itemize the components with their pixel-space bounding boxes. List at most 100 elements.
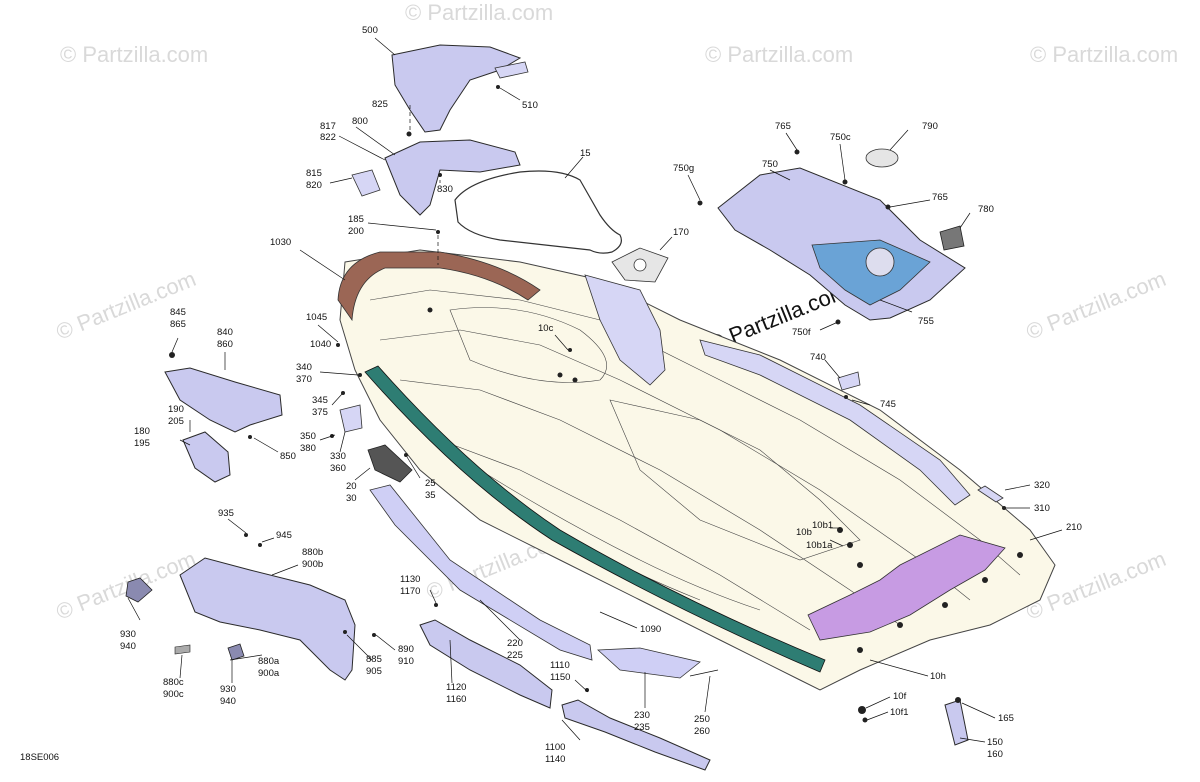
label-1100[interactable]: 1100	[545, 742, 565, 753]
label-750g[interactable]: 750g	[673, 163, 694, 174]
label-10b1[interactable]: 10b1	[812, 520, 833, 531]
label-1130[interactable]: 1130	[400, 574, 420, 585]
label-1045[interactable]: 1045	[306, 312, 327, 323]
part-840-side-panel	[164, 367, 283, 433]
label-840[interactable]: 840	[217, 327, 233, 338]
label-900b[interactable]: 900b	[302, 559, 323, 570]
label-930b[interactable]: 930	[220, 684, 236, 695]
label-815[interactable]: 815	[306, 168, 322, 179]
label-890[interactable]: 890	[398, 644, 414, 655]
label-1170[interactable]: 1170	[400, 586, 420, 597]
label-750[interactable]: 750	[762, 159, 778, 170]
label-1120[interactable]: 1120	[446, 682, 466, 693]
part-labels: 500 510 825 817 822 800 815 820 830 15 1…	[20, 25, 1082, 765]
label-225[interactable]: 225	[507, 650, 523, 661]
label-200[interactable]: 200	[348, 226, 364, 237]
label-10b[interactable]: 10b	[796, 527, 812, 538]
label-900a[interactable]: 900a	[258, 668, 280, 679]
label-817[interactable]: 817	[320, 121, 336, 132]
label-1040[interactable]: 1040	[310, 339, 331, 350]
leader-lines	[127, 37, 1063, 743]
label-940b[interactable]: 940	[220, 696, 236, 707]
label-745[interactable]: 745	[880, 399, 896, 410]
label-765b[interactable]: 765	[932, 192, 948, 203]
label-220[interactable]: 220	[507, 638, 523, 649]
label-1150[interactable]: 1150	[550, 672, 570, 683]
label-930a[interactable]: 930	[120, 629, 136, 640]
part-220-mat	[369, 484, 593, 661]
label-800[interactable]: 800	[352, 116, 368, 127]
label-510[interactable]: 510	[522, 100, 538, 111]
label-310[interactable]: 310	[1034, 503, 1050, 514]
label-360[interactable]: 360	[330, 463, 346, 474]
label-750c[interactable]: 750c	[830, 132, 851, 143]
part-740-bracket	[837, 371, 861, 391]
label-190[interactable]: 190	[168, 404, 184, 415]
label-210[interactable]: 210	[1066, 522, 1082, 533]
label-10c[interactable]: 10c	[538, 323, 554, 334]
label-10f1[interactable]: 10f1	[890, 707, 909, 718]
label-905[interactable]: 905	[366, 666, 382, 677]
label-185[interactable]: 185	[348, 214, 364, 225]
label-750f[interactable]: 750f	[792, 327, 811, 338]
label-865[interactable]: 865	[170, 319, 186, 330]
label-1030[interactable]: 1030	[270, 237, 291, 248]
label-910[interactable]: 910	[398, 656, 414, 667]
label-375[interactable]: 375	[312, 407, 328, 418]
label-170[interactable]: 170	[673, 227, 689, 238]
label-235[interactable]: 235	[634, 722, 650, 733]
label-880a[interactable]: 880a	[258, 656, 280, 667]
label-180[interactable]: 180	[134, 426, 150, 437]
label-10b1a[interactable]: 10b1a	[806, 540, 833, 551]
label-340[interactable]: 340	[296, 362, 312, 373]
label-20[interactable]: 20	[346, 481, 357, 492]
label-1160[interactable]: 1160	[446, 694, 466, 705]
label-10f[interactable]: 10f	[893, 691, 907, 702]
label-822[interactable]: 822	[320, 132, 336, 143]
label-205[interactable]: 205	[168, 416, 184, 427]
label-380[interactable]: 380	[300, 443, 316, 454]
label-940a[interactable]: 940	[120, 641, 136, 652]
label-330[interactable]: 330	[330, 451, 346, 462]
label-350[interactable]: 350	[300, 431, 316, 442]
label-880c[interactable]: 880c	[163, 677, 184, 688]
label-35[interactable]: 35	[425, 490, 436, 501]
label-945[interactable]: 945	[276, 530, 292, 541]
label-25[interactable]: 25	[425, 478, 436, 489]
label-250[interactable]: 250	[694, 714, 710, 725]
label-1140[interactable]: 1140	[545, 754, 565, 765]
label-830[interactable]: 830	[437, 184, 453, 195]
label-755[interactable]: 755	[918, 316, 934, 327]
deck-line	[369, 289, 1021, 576]
label-230[interactable]: 230	[634, 710, 650, 721]
label-30[interactable]: 30	[346, 493, 357, 504]
label-885[interactable]: 885	[366, 654, 382, 665]
label-500[interactable]: 500	[362, 25, 378, 36]
label-345[interactable]: 345	[312, 395, 328, 406]
label-845[interactable]: 845	[170, 307, 186, 318]
label-820[interactable]: 820	[306, 180, 322, 191]
label-880b[interactable]: 880b	[302, 547, 323, 558]
label-860[interactable]: 860	[217, 339, 233, 350]
label-825[interactable]: 825	[372, 99, 388, 110]
label-790[interactable]: 790	[922, 121, 938, 132]
label-935[interactable]: 935	[218, 508, 234, 519]
label-10h[interactable]: 10h	[930, 671, 946, 682]
label-850[interactable]: 850	[280, 451, 296, 462]
label-195[interactable]: 195	[134, 438, 150, 449]
label-370[interactable]: 370	[296, 374, 312, 385]
label-1090[interactable]: 1090	[640, 624, 661, 635]
label-165[interactable]: 165	[998, 713, 1014, 724]
label-150[interactable]: 150	[987, 737, 1003, 748]
label-260[interactable]: 260	[694, 726, 710, 737]
label-765a[interactable]: 765	[775, 121, 791, 132]
part-780-block	[939, 225, 965, 251]
label-1110[interactable]: 1110	[550, 660, 570, 671]
label-160[interactable]: 160	[987, 749, 1003, 760]
label-320[interactable]: 320	[1034, 480, 1050, 491]
label-900c[interactable]: 900c	[163, 689, 184, 700]
label-15[interactable]: 15	[580, 148, 591, 159]
label-780[interactable]: 780	[978, 204, 994, 215]
label-740[interactable]: 740	[810, 352, 826, 363]
